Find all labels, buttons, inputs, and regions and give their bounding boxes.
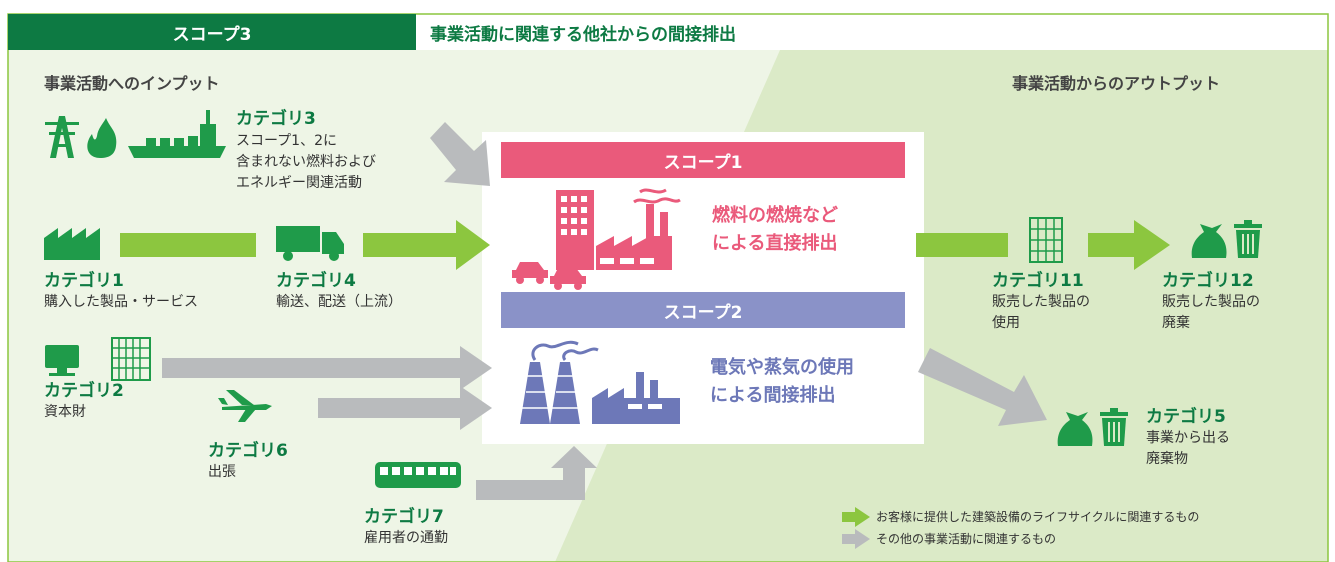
cat7-description: 雇用者の通勤 — [364, 530, 448, 546]
scope1-factory-illustration — [512, 188, 681, 290]
arrow-scope1-cat11 — [916, 233, 1008, 257]
cat3-description: スコープ1、2に 含まれない燃料および エネルギー関連活動 — [236, 133, 376, 191]
arrow-cat7-scope — [476, 446, 597, 500]
truck-icon — [276, 226, 344, 261]
arrow-cat2-scope — [162, 346, 492, 390]
trash-can-icon — [1100, 408, 1128, 446]
cat3-title: カテゴリ3 — [236, 109, 316, 129]
train-icon — [375, 462, 461, 488]
legend-green-label: お客様に提供した建築設備のライフサイクルに関連するもの — [876, 510, 1200, 524]
scope2-header: スコープ2 — [501, 292, 905, 328]
cat5-description: 事業から出る 廃棄物 — [1146, 430, 1230, 467]
smoke-icon — [633, 197, 681, 204]
arrow-cat3-scope — [430, 122, 490, 186]
cat11-description: 販売した製品の 使用 — [992, 294, 1090, 331]
building-icon — [1029, 217, 1063, 263]
cat7-title: カテゴリ7 — [364, 507, 444, 527]
frame-border — [7, 13, 1329, 562]
steam-icon — [531, 340, 579, 361]
cat1-description: 購入した製品・サービス — [44, 294, 198, 310]
cat6-description: 出張 — [208, 464, 236, 480]
power-plant-icon — [592, 372, 680, 424]
scope-panel — [482, 132, 924, 444]
ship-icon — [128, 110, 226, 158]
car-icon — [550, 268, 586, 290]
arrow-scope2-cat5 — [918, 348, 1047, 426]
garbage-bag-icon — [1191, 224, 1227, 258]
airplane-icon — [218, 390, 272, 422]
input-icons — [44, 110, 461, 488]
cat11-title: カテゴリ11 — [992, 271, 1084, 291]
trash-can-icon — [1234, 220, 1262, 258]
output-icons — [1029, 217, 1262, 446]
cat4-description: 輸送、配送（上流） — [276, 294, 402, 310]
arrow-cat4-scope1 — [363, 220, 490, 270]
cat6-title: カテゴリ6 — [208, 441, 288, 461]
arrow-cat11-cat12 — [1088, 220, 1170, 270]
cat12-title: カテゴリ12 — [1162, 271, 1254, 291]
arrow-cat1-cat4 — [120, 233, 256, 257]
transmission-tower-icon — [520, 362, 582, 424]
scope1-header: スコープ1 — [501, 142, 905, 178]
legend-gray-arrow — [842, 529, 870, 549]
cat2-title: カテゴリ2 — [44, 381, 124, 401]
arrow-cat6-scope — [318, 386, 492, 430]
building-icon — [111, 337, 151, 381]
cat5-title: カテゴリ5 — [1146, 407, 1226, 427]
flame-icon — [87, 118, 117, 158]
car-icon — [512, 262, 548, 284]
scope2-plant-illustration — [520, 340, 680, 424]
output-section-title: 事業活動からのアウトプット — [1012, 74, 1221, 93]
scope2-description: 電気や蒸気の使用 による間接排出 — [710, 357, 854, 406]
gray-arrows — [162, 122, 1047, 549]
garbage-bag-icon — [1057, 412, 1093, 446]
cat12-description: 販売した製品の 廃棄 — [1162, 294, 1260, 331]
scope1-description: 燃料の燃焼など による直接排出 — [712, 205, 838, 254]
legend-green-arrow — [842, 507, 870, 527]
green-arrows — [120, 220, 1170, 527]
cat1-title: カテゴリ1 — [44, 271, 124, 291]
input-section-title: 事業活動へのインプット — [44, 74, 220, 93]
pylon-icon — [45, 116, 79, 158]
page-title: 事業活動に関連する他社からの間接排出 — [430, 24, 736, 45]
factory-icon — [596, 204, 672, 270]
cat2-description: 資本財 — [44, 404, 86, 420]
factory-icon — [44, 228, 100, 260]
cat4-title: カテゴリ4 — [276, 271, 356, 291]
legend-gray-label: その他の事業活動に関連するもの — [876, 532, 1057, 546]
scope3-label: スコープ3 — [8, 14, 416, 50]
monitor-icon — [45, 345, 79, 376]
